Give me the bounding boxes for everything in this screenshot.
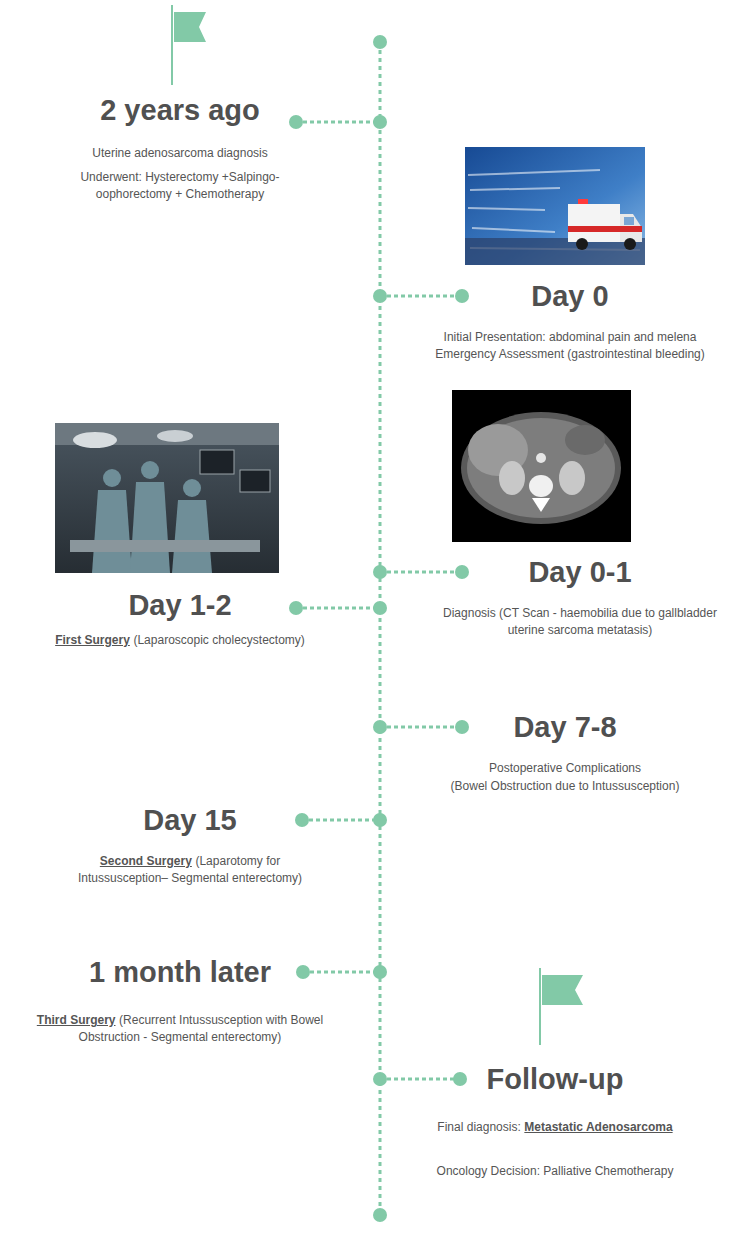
ct-scan-image: [452, 390, 631, 542]
event-detail: Final diagnosis:: [437, 1120, 520, 1134]
timeline-event: 1 month laterThird Surgery(Recurrent Int…: [30, 955, 330, 1046]
event-heading: Day 0-1: [528, 556, 631, 588]
timeline-event: Day 0-1Diagnosis (CT Scan - haemobilia d…: [428, 555, 733, 639]
event-heading-line: Day 1-2: [25, 588, 335, 622]
surgery-photo: [55, 423, 279, 573]
timeline-axis: [379, 42, 382, 1215]
flag-icon: [540, 968, 583, 1045]
timeline-branches: [296, 122, 462, 1079]
event-detail: First Surgery: [55, 633, 130, 647]
event-detail: Postoperative Complications: [489, 761, 641, 775]
timeline-event: 2 years agoUterine adenosarcoma diagnosi…: [65, 93, 295, 203]
event-detail-line: Postoperative Complications: [415, 760, 715, 777]
event-heading-line: 1 month later: [30, 955, 330, 989]
event-detail-line: Uterine adenosarcoma diagnosis: [65, 145, 295, 162]
event-heading-line: Day 0-1: [428, 555, 733, 589]
event-detail: Emergency Assessment (gastrointestinal b…: [435, 347, 704, 361]
event-detail: Oncology Decision: Palliative Chemothera…: [437, 1164, 674, 1178]
event-heading-line: 2 years ago: [65, 93, 295, 127]
event-heading: 1 month later: [89, 956, 271, 988]
event-heading: Day 0: [531, 280, 608, 312]
ambulance-photo: [465, 147, 645, 265]
event-heading: Day 7-8: [513, 711, 616, 743]
timeline-event: Day 0 Initial Presentation: abdominal pai…: [410, 279, 730, 363]
event-detail: Underwent: Hysterectomy +Salpingo-oophor…: [80, 170, 279, 201]
event-detail-line: Oncology Decision: Palliative Chemothera…: [405, 1163, 705, 1180]
event-detail-line: Underwent: Hysterectomy +Salpingo-oophor…: [65, 169, 295, 203]
event-detail: Third Surgery: [37, 1013, 116, 1027]
event-detail-line: (Bowel Obstruction due to Intussusceptio…: [415, 778, 715, 795]
timeline-dots: [289, 35, 469, 1222]
event-heading-line: Day 15: [55, 803, 325, 837]
timeline-event: Day 15 Second Surgery(Laparotomy for Intu…: [55, 803, 325, 887]
timeline-event: Day 7-8Postoperative Complications (Bowel…: [415, 710, 715, 795]
event-detail: Uterine adenosarcoma diagnosis: [92, 146, 267, 160]
event-heading-line: Day 7-8: [415, 710, 715, 744]
event-heading: Day 15: [143, 804, 237, 836]
event-detail-line: Emergency Assessment (gastrointestinal b…: [410, 346, 730, 363]
event-heading: Follow-up: [487, 1063, 624, 1095]
event-heading-line: Day 0: [410, 279, 730, 313]
event-detail: Initial Presentation: abdominal pain and…: [444, 330, 697, 344]
event-detail-line: Final diagnosis: Metastatic Adenosarcoma: [405, 1119, 705, 1136]
event-detail: Second Surgery: [100, 854, 192, 868]
event-heading: 2 years ago: [100, 94, 260, 126]
event-detail-line: First Surgery(Laparoscopic cholecystecto…: [25, 632, 335, 649]
event-detail: Diagnosis (CT Scan - haemobilia due to g…: [443, 606, 717, 637]
timeline-event: Follow-upFinal diagnosis: Metastatic Aden…: [405, 1062, 705, 1180]
event-detail-line: Third Surgery(Recurrent Intussusception …: [30, 1012, 330, 1046]
event-detail: Metastatic Adenosarcoma: [524, 1120, 672, 1134]
event-detail-line: Second Surgery(Laparotomy for Intussusce…: [55, 853, 325, 887]
event-heading-line: Follow-up: [405, 1062, 705, 1096]
event-detail: (Bowel Obstruction due to Intussusceptio…: [451, 779, 680, 793]
flag-icon: [172, 5, 206, 85]
event-detail: (Laparoscopic cholecystectomy): [133, 633, 304, 647]
event-detail-line: Initial Presentation: abdominal pain and…: [410, 329, 730, 346]
event-heading: Day 1-2: [128, 589, 231, 621]
event-detail-line: Diagnosis (CT Scan - haemobilia due to g…: [428, 605, 733, 639]
timeline-event: Day 1-2First Surgery(Laparoscopic cholec…: [25, 588, 335, 649]
